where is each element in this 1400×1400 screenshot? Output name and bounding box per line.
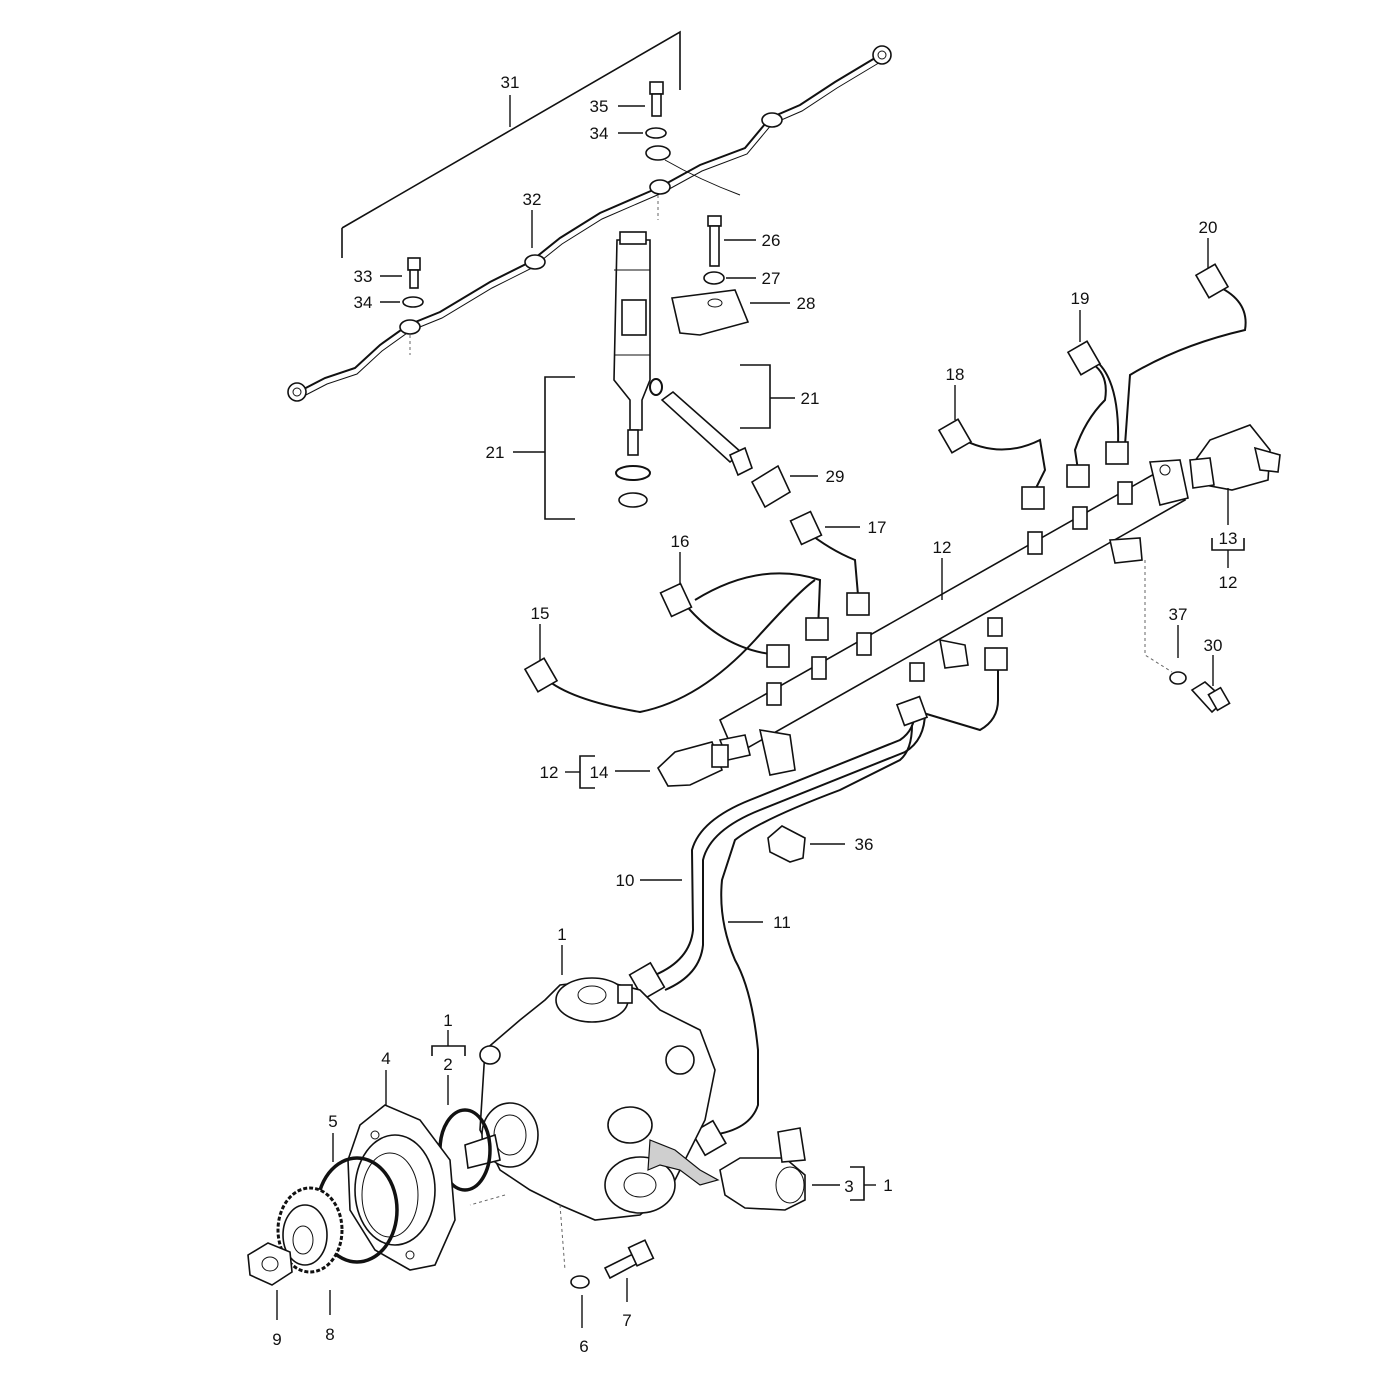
relief-valve-13 [1189, 424, 1281, 491]
label-17: 17 [868, 518, 887, 537]
label-1-seal-group: 1 [443, 1011, 452, 1030]
label-12-rail: 12 [933, 538, 952, 557]
label-20: 20 [1199, 218, 1218, 237]
label-10: 10 [616, 871, 635, 890]
label-3: 3 [844, 1177, 853, 1196]
part-number-labels: 31 32 33 34 35 34 26 27 28 21 21 29 17 1… [272, 73, 1237, 1356]
bolt-35 [645, 81, 667, 139]
label-6: 6 [579, 1337, 588, 1356]
label-29: 29 [826, 467, 845, 486]
label-9: 9 [272, 1330, 281, 1349]
label-31: 31 [501, 73, 520, 92]
label-18: 18 [946, 365, 965, 384]
label-15: 15 [531, 604, 550, 623]
clamp-28 [671, 215, 750, 336]
gear-8 [276, 1186, 344, 1274]
label-33: 33 [354, 267, 373, 286]
nut-9 [247, 1242, 293, 1286]
bolt-7 [570, 1239, 655, 1289]
label-32: 32 [523, 190, 542, 209]
label-1-valve-group: 1 [883, 1176, 892, 1195]
bolt-30 [1144, 560, 1231, 714]
label-37: 37 [1169, 605, 1188, 624]
label-12-valve-group: 12 [1219, 573, 1238, 592]
label-2: 2 [443, 1055, 452, 1074]
label-21-left: 21 [486, 443, 505, 462]
label-11: 11 [773, 913, 791, 932]
label-19: 19 [1071, 289, 1090, 308]
label-36: 36 [855, 835, 874, 854]
label-28: 28 [797, 294, 816, 313]
label-12-sensor-group: 12 [540, 763, 559, 782]
pressure-sensor-14 [656, 741, 729, 787]
metering-valve-3 [719, 1127, 806, 1211]
label-34-top: 34 [590, 124, 609, 143]
leader-lines [276, 30, 1245, 1328]
clip-36 [767, 825, 806, 863]
label-5: 5 [328, 1112, 337, 1131]
label-35: 35 [590, 97, 609, 116]
label-14: 14 [590, 763, 609, 782]
label-30: 30 [1204, 636, 1223, 655]
common-rail [718, 459, 1189, 776]
label-7: 7 [622, 1311, 631, 1330]
label-13: 13 [1219, 529, 1238, 548]
label-21-right: 21 [801, 389, 820, 408]
injector-connector [660, 390, 792, 509]
label-16: 16 [671, 532, 690, 551]
return-line-assembly [287, 45, 892, 402]
bolt-33 [402, 257, 424, 308]
high-pressure-pump [464, 977, 720, 1271]
flange-4 [347, 1104, 456, 1271]
label-1-pump: 1 [557, 925, 566, 944]
label-8: 8 [325, 1325, 334, 1344]
label-27: 27 [762, 269, 781, 288]
label-26: 26 [762, 231, 781, 250]
label-34-left: 34 [354, 293, 373, 312]
label-4: 4 [381, 1049, 390, 1068]
injector [613, 231, 663, 508]
